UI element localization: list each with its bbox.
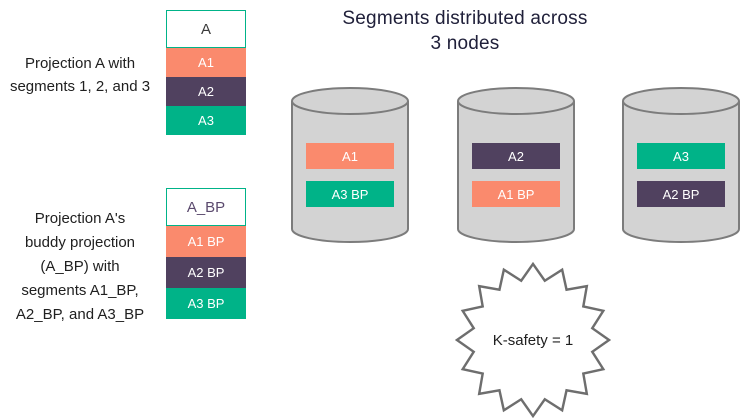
annotation-a-line-1: Projection A with [24, 55, 136, 72]
stack-a-segment-a1: A1 [166, 48, 246, 77]
annotation-buddy-projection: Projection A's buddy projection (A_BP) w… [0, 207, 160, 327]
title-line-2: 3 nodes [430, 33, 500, 54]
k-safety-label: K-safety = 1 [492, 331, 574, 349]
stack-a-segment-a3: A3 [166, 106, 246, 135]
annotation-bp-line-5: A2_BP, and A3_BP [15, 306, 145, 323]
stack-a-header: A [166, 10, 246, 48]
node-3: A3 A2 BP [620, 85, 742, 245]
annotation-bp-line-2: buddy projection [24, 234, 136, 251]
title-line-1: Segments distributed across [342, 8, 588, 29]
projection-a-stack: A A1 A2 A3 [166, 10, 246, 135]
node-3-segment-2: A2 BP [637, 181, 725, 207]
node-1-segment-2: A3 BP [306, 181, 394, 207]
annotation-bp-line-1: Projection A's [34, 210, 126, 227]
annotation-bp-line-3: (A_BP) with [40, 258, 120, 275]
annotation-bp-line-4: segments A1_BP, [21, 282, 139, 299]
annotation-projection-a: Projection A with segments 1, 2, and 3 [0, 52, 160, 98]
node-2-segment-1: A2 [472, 143, 560, 169]
stack-abp-segment-a2bp: A2 BP [166, 257, 246, 288]
stack-abp-segment-a1bp: A1 BP [166, 226, 246, 257]
stack-abp-header: A_BP [166, 188, 246, 226]
node-2-segment-2: A1 BP [472, 181, 560, 207]
diagram-title: Segments distributed across 3 nodes [305, 6, 625, 56]
k-safety-burst: K-safety = 1 [455, 262, 611, 418]
stack-a-segment-a2: A2 [166, 77, 246, 106]
starburst-icon [455, 262, 611, 418]
node-1: A1 A3 BP [289, 85, 411, 245]
node-3-segment-1: A3 [637, 143, 725, 169]
annotation-a-line-2: segments 1, 2, and 3 [9, 78, 151, 95]
node-2: A2 A1 BP [455, 85, 577, 245]
stack-abp-segment-a3bp: A3 BP [166, 288, 246, 319]
projection-abp-stack: A_BP A1 BP A2 BP A3 BP [166, 188, 246, 319]
node-1-segment-1: A1 [306, 143, 394, 169]
